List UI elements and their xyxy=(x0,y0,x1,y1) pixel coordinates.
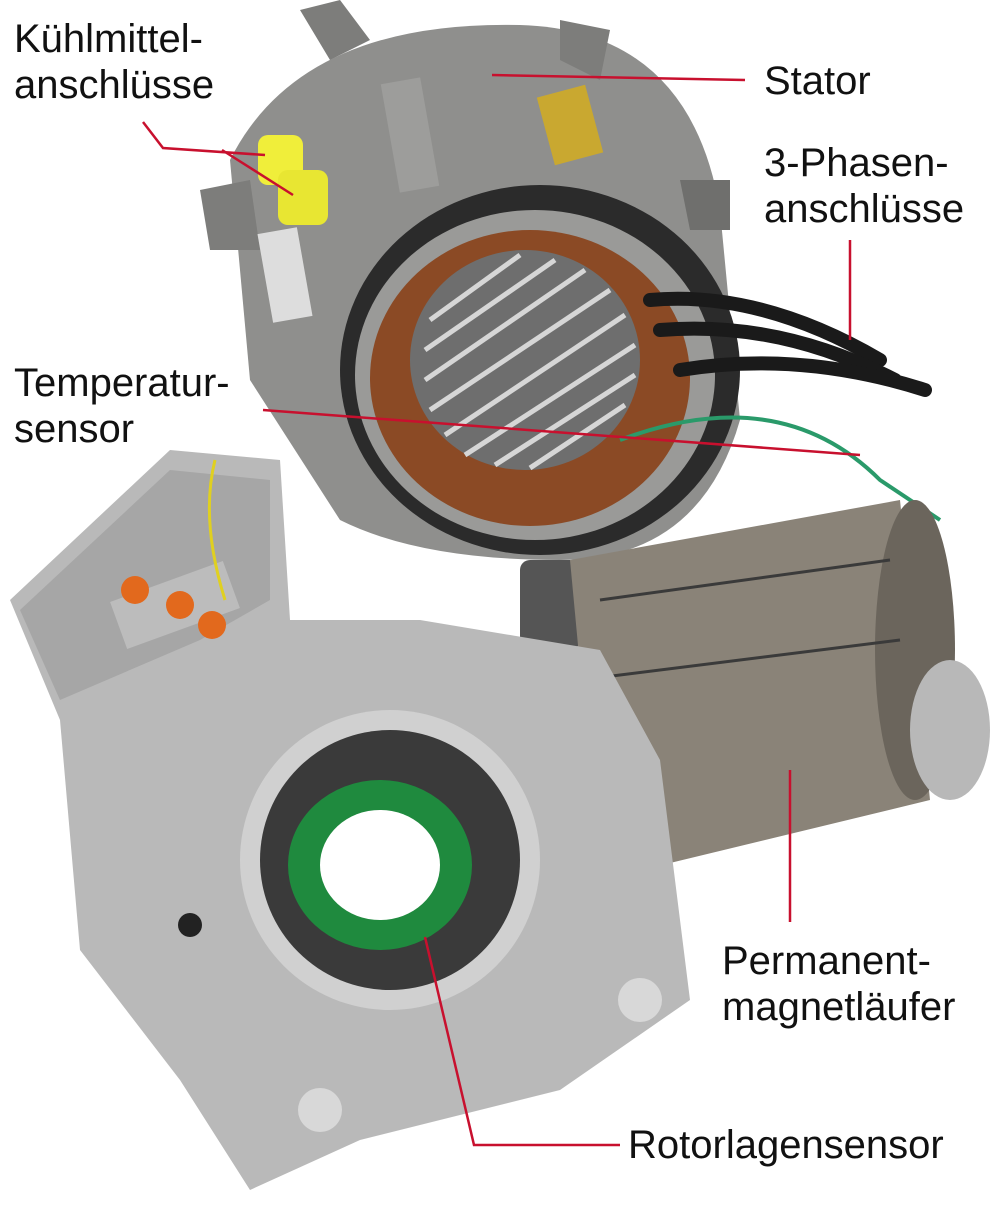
phase-cables xyxy=(643,291,932,397)
label-line: sensor xyxy=(14,407,135,451)
label-line: magnetläufer xyxy=(722,985,956,1029)
label-stator: Stator xyxy=(764,59,871,103)
label-line: Kühlmittel- xyxy=(14,17,203,61)
label-coolant-connections: Kühlmittel- anschlüsse xyxy=(14,16,214,108)
stator-housing xyxy=(200,0,740,561)
label-line: 3-Phasen- xyxy=(764,141,949,185)
label-phase-connections: 3-Phasen- anschlüsse xyxy=(764,140,964,232)
leader-stator xyxy=(491,73,746,82)
leader-coolant-2 xyxy=(221,148,294,197)
leader-resolver xyxy=(423,936,620,1147)
label-line: anschlüsse xyxy=(14,63,215,107)
coolant-caps xyxy=(258,135,328,225)
leader-coolant xyxy=(142,121,266,157)
label-line: anschlüsse xyxy=(764,187,965,231)
leader-temp xyxy=(262,408,861,457)
label-line: Permanent- xyxy=(722,939,931,983)
label-line: Temperatur- xyxy=(14,361,230,405)
stator-core xyxy=(410,250,640,470)
temperature-sensor-wire xyxy=(619,415,942,522)
label-permanent-magnet-rotor: Permanent- magnetläufer xyxy=(722,938,955,1030)
leader-lines xyxy=(142,73,861,1147)
label-resolver: Rotorlagensensor xyxy=(628,1123,944,1167)
label-temperature-sensor: Temperatur- sensor xyxy=(14,360,230,452)
end-plate xyxy=(10,450,690,1190)
